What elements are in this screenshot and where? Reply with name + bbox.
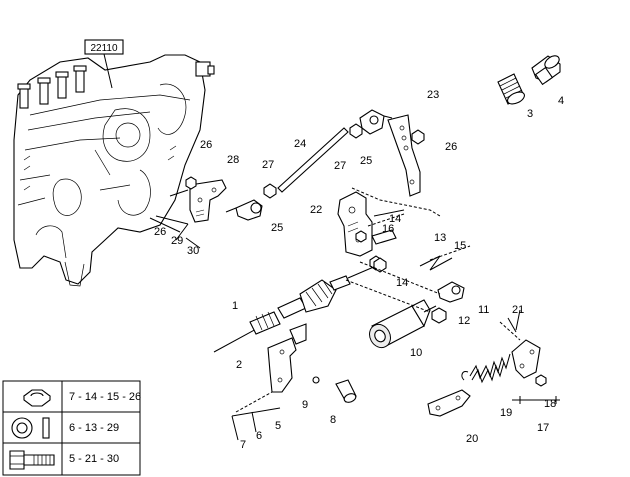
callout-22: 22 — [310, 204, 322, 216]
callout-21: 21 — [512, 304, 524, 316]
fastener-legend: 7 - 14 - 15 - 26 6 - 13 - 29 5 - 21 - 30 — [2, 380, 141, 476]
callout-24: 24 — [294, 138, 306, 150]
lever-plate — [427, 389, 471, 417]
bracket-assembly-left — [169, 176, 263, 223]
reference-box-label: 22110 — [90, 43, 118, 54]
callout-11: 11 — [478, 304, 489, 316]
callout-23: 23 — [427, 89, 439, 101]
callout-6: 6 — [256, 430, 262, 442]
callout-26-right: 26 — [445, 141, 457, 153]
right-bracket-assembly — [511, 339, 547, 387]
central-bracket-assembly — [337, 191, 465, 324]
callout-25-lower: 25 — [271, 222, 283, 234]
legend-row-3-text: 5 - 21 - 30 — [69, 453, 119, 465]
callout-15: 15 — [454, 240, 466, 252]
linkage-rod — [263, 123, 363, 199]
cable-bracket-assembly — [267, 323, 357, 403]
callout-3: 3 — [527, 108, 533, 120]
callout-29: 29 — [171, 235, 183, 247]
bolt-icon — [9, 450, 55, 470]
callout-20: 20 — [466, 433, 478, 445]
callout-8: 8 — [330, 414, 336, 426]
callout-13: 13 — [434, 232, 446, 244]
stop-solenoid — [369, 299, 437, 349]
callouts: 1 2 3 4 5 6 7 8 9 10 11 12 13 14 14 15 1… — [154, 89, 564, 451]
injector-stubs — [17, 61, 215, 109]
callout-16: 16 — [382, 223, 394, 235]
return-spring — [461, 353, 511, 384]
washer-icon — [11, 417, 50, 439]
callout-12: 12 — [458, 315, 470, 327]
callout-7: 7 — [240, 439, 246, 451]
control-cable — [213, 257, 387, 353]
callout-25-upper: 25 — [360, 155, 372, 167]
spring-and-plug — [497, 55, 561, 105]
legend-row-1-text: 7 - 14 - 15 - 26 — [69, 391, 141, 403]
callout-30: 30 — [187, 245, 199, 257]
callout-27-left: 27 — [262, 159, 274, 171]
callout-5: 5 — [275, 420, 281, 432]
callout-26-lower: 26 — [154, 226, 166, 238]
callout-2: 2 — [236, 359, 242, 371]
injection-pump-engine-block: 22110 — [13, 39, 215, 287]
callout-27-right: 27 — [334, 160, 346, 172]
callout-9: 9 — [302, 399, 308, 411]
callout-1: 1 — [232, 300, 238, 312]
callout-26-left: 26 — [200, 139, 212, 151]
leader-lines — [149, 187, 560, 441]
callout-17: 17 — [537, 422, 549, 434]
callout-28: 28 — [227, 154, 239, 166]
callout-18: 18 — [544, 398, 556, 410]
legend-row-2-text: 6 - 13 - 29 — [69, 422, 119, 434]
callout-19: 19 — [500, 407, 512, 419]
callout-10: 10 — [410, 347, 422, 359]
upper-bracket-assembly — [359, 109, 425, 197]
hex-nut-icon — [23, 389, 51, 407]
callout-4: 4 — [558, 95, 564, 107]
callout-14-upper: 14 — [389, 213, 401, 225]
callout-14-lower: 14 — [396, 277, 408, 289]
